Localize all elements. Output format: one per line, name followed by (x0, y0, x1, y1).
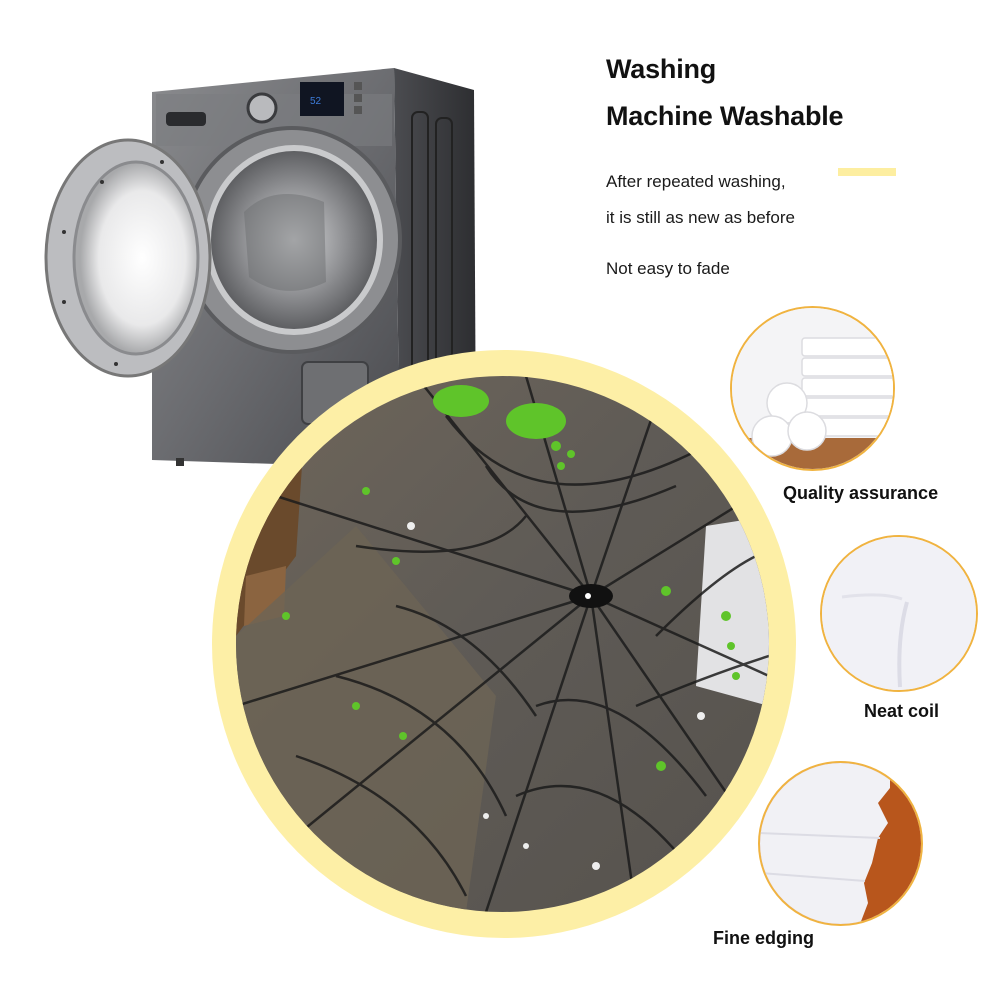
feature-label-neat-coil: Neat coil (864, 701, 940, 721)
description-line-1: After repeated washing, (606, 172, 786, 191)
towel-texture-illustration (822, 537, 976, 690)
description-line-2: it is still as new as before (606, 208, 795, 227)
feature-label-fine-edging: Fine edging (713, 928, 814, 948)
feature-image-quality-assurance (730, 306, 895, 471)
blanket-image (236, 376, 769, 912)
feature-image-neat-coil (820, 535, 978, 692)
headline-line-1: Washing (606, 54, 717, 84)
accent-bar (838, 168, 896, 176)
description-line-3: Not easy to fade (606, 259, 730, 278)
towel-edge-illustration (760, 763, 921, 924)
spider-web-blanket-illustration (236, 376, 769, 912)
svg-text:52: 52 (310, 96, 322, 107)
feature-label-quality-assurance: Quality assurance (783, 483, 939, 503)
washing-machine-image: 52 (44, 68, 476, 470)
rolled-towels-illustration (732, 308, 893, 469)
feature-image-fine-edging (758, 761, 923, 926)
headline-line-2: Machine Washable (606, 101, 844, 131)
